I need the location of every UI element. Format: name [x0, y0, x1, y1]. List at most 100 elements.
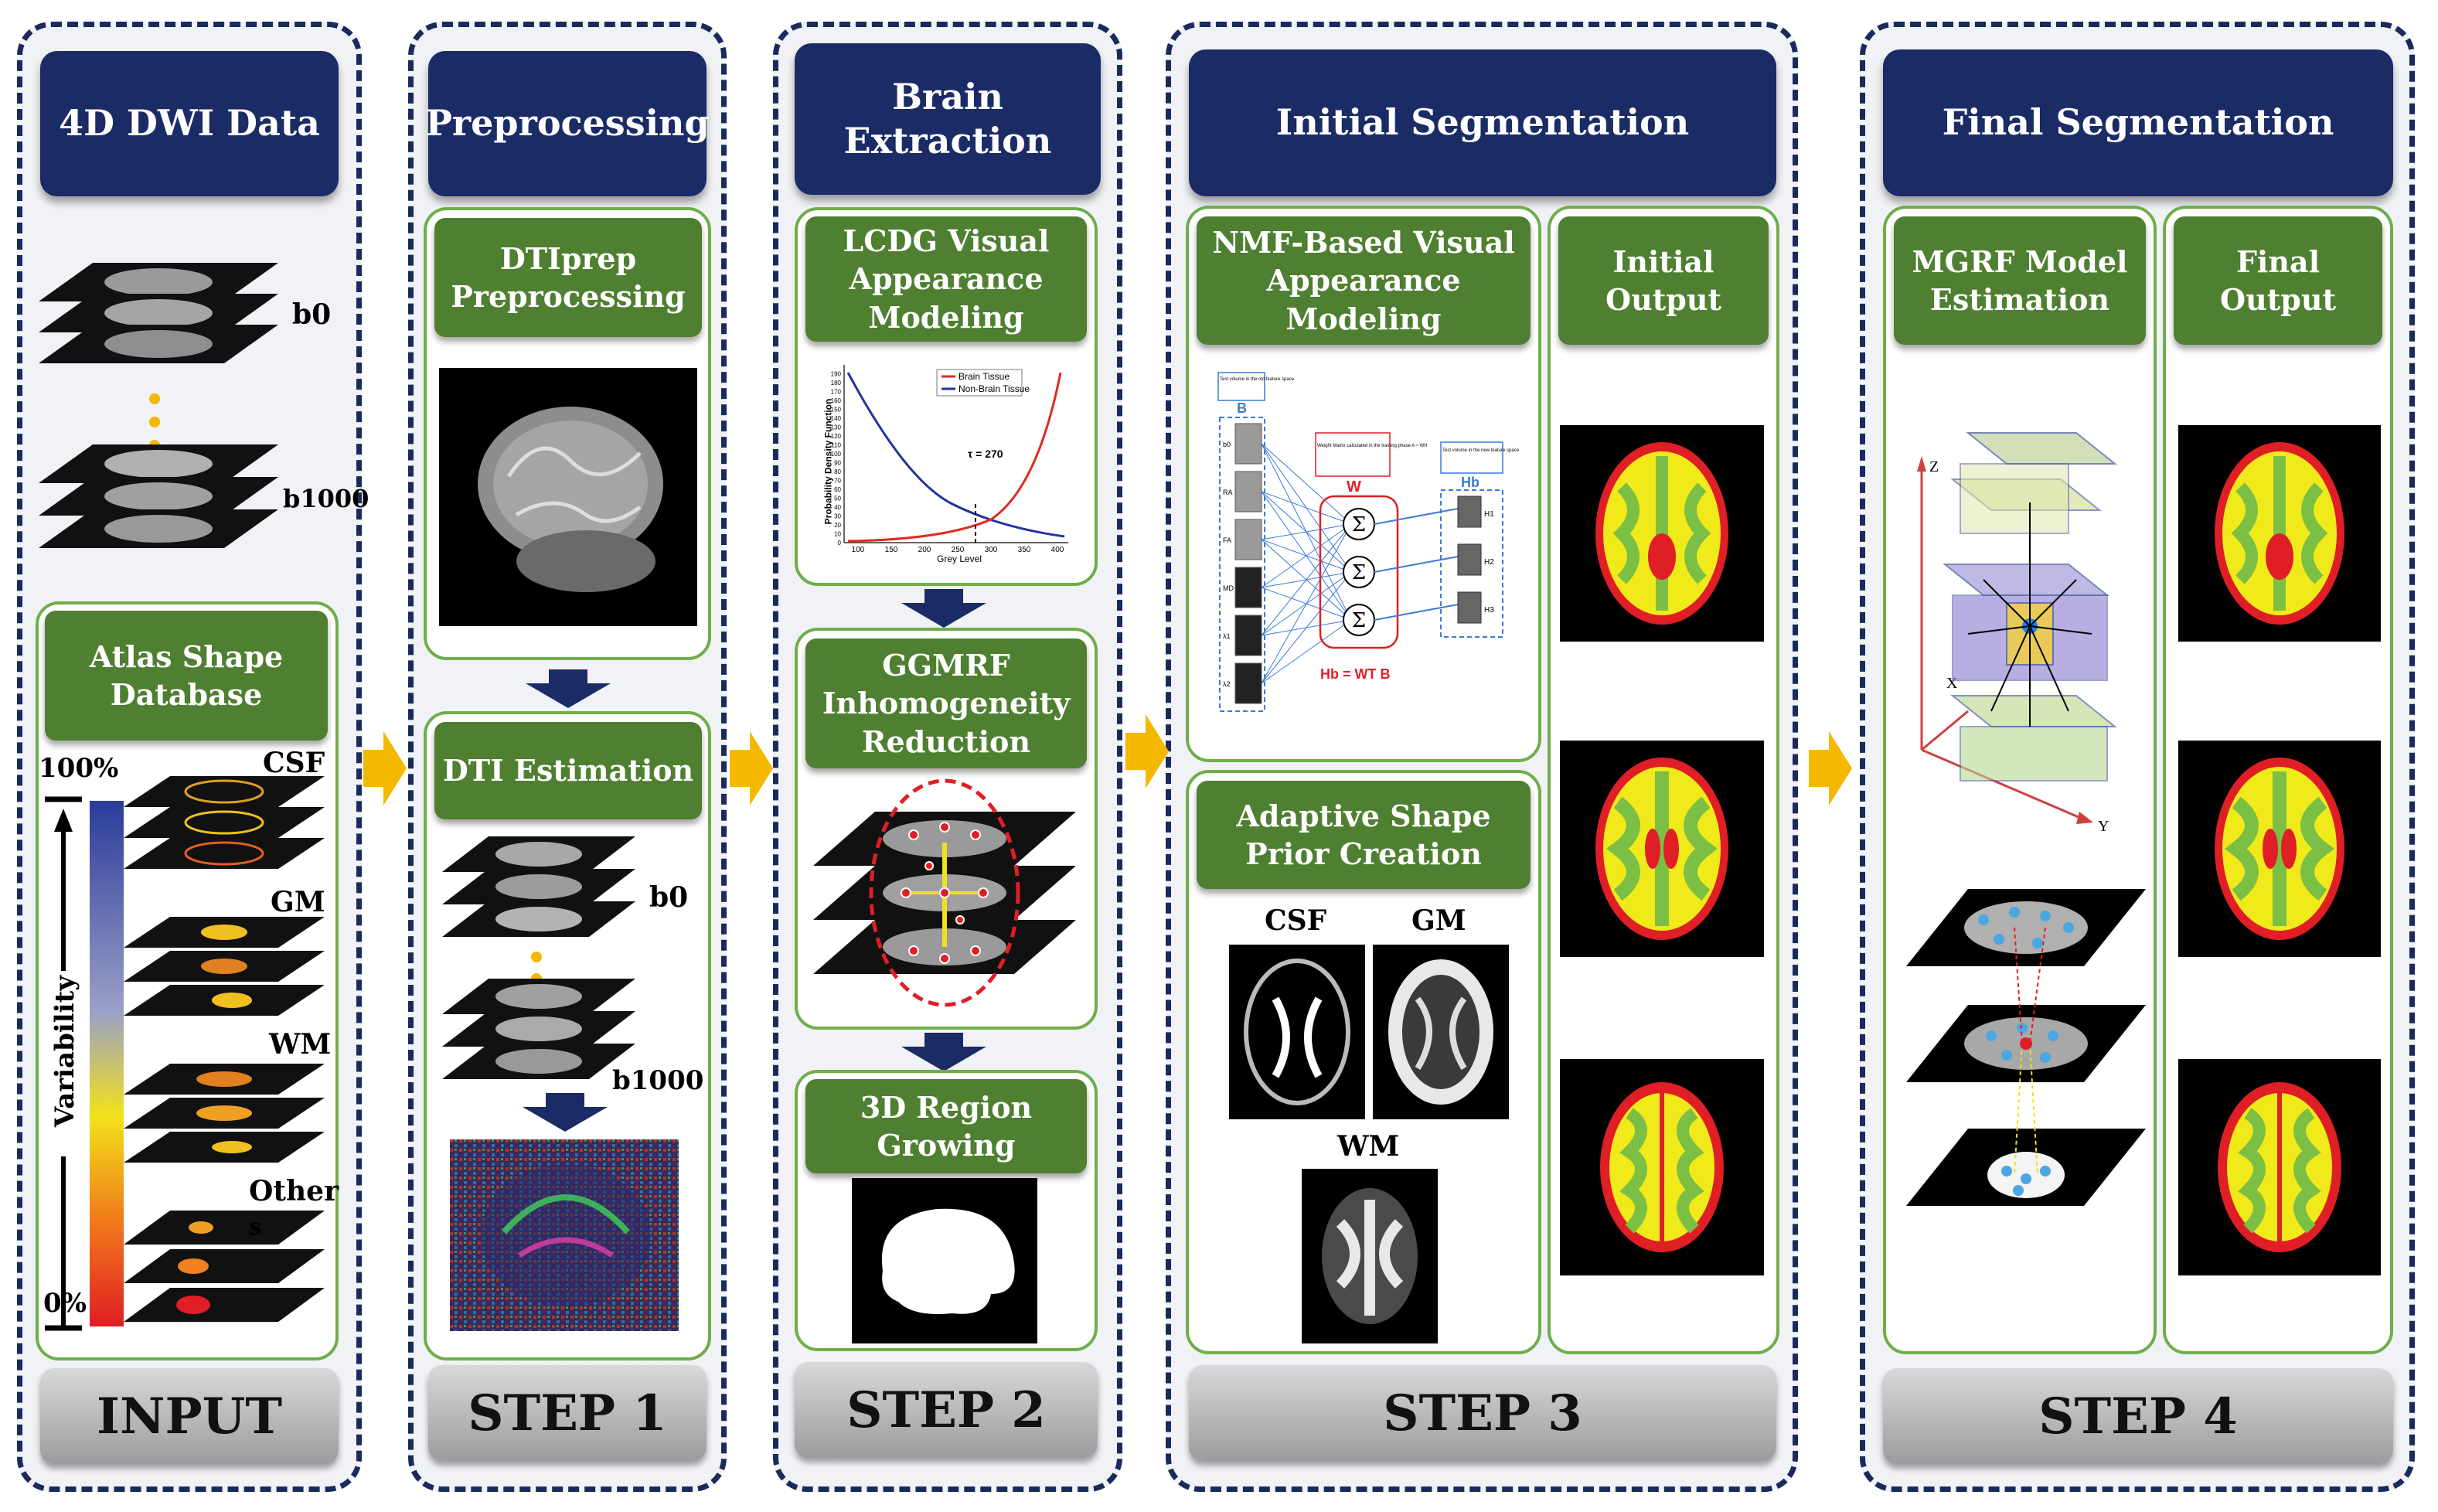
sigma-icon: Σ — [1352, 609, 1366, 632]
nmf-hb-caption: Test volume in the new feature space — [1442, 448, 1520, 453]
lcdg-y-tick: 160 — [831, 397, 842, 404]
nmf-row-label: MD — [1223, 584, 1234, 592]
dtiprep-title: DTIprep Preprocessing — [434, 218, 702, 337]
adaptive-csf-image — [1229, 945, 1365, 1119]
nmf-feature-thumb — [1234, 615, 1262, 656]
lcdg-y-tick: 50 — [834, 495, 841, 502]
right-arrow-icon — [730, 731, 773, 805]
initial-output-title: Initial Output — [1558, 216, 1769, 345]
mgrf-axis-y: Y — [2098, 818, 2109, 835]
nmf-edge — [1261, 571, 1352, 684]
atlas-csf-label: CSF — [263, 747, 325, 779]
step4-footer: STEP 4 — [1883, 1368, 2393, 1464]
dti-color-map-image — [450, 1139, 679, 1331]
nmf-row-label: b0 — [1223, 441, 1231, 448]
atlas-others-label-s: s — [249, 1214, 262, 1241]
input-b1000-label: b1000 — [283, 484, 369, 513]
nmf-feature-thumb — [1234, 519, 1262, 560]
lcdg-y-tick: 190 — [831, 371, 842, 378]
lcdg-y-tick: 130 — [831, 424, 842, 431]
nmf-feature-thumb — [1234, 423, 1262, 465]
nmf-edge — [1261, 491, 1352, 525]
mgrf-axis-z: Z — [1929, 458, 1939, 475]
lcdg-y-tick: 70 — [834, 478, 841, 485]
nmf-out-edge — [1374, 604, 1459, 621]
ggmrf-slices-image — [813, 778, 1076, 1007]
scale-top-label: 100% — [39, 753, 119, 784]
nmf-edge — [1261, 523, 1352, 684]
lcdg-y-tick: 30 — [834, 513, 841, 520]
dwi-slices-b1000 — [39, 444, 278, 548]
right-arrow-icon — [363, 731, 407, 805]
dti-b0-label: b0 — [649, 881, 689, 914]
initial-seg-image-1 — [1560, 425, 1764, 642]
atlas-slices-others — [124, 1211, 325, 1322]
lcdg-y-tick: 20 — [834, 522, 841, 529]
input-header: 4D DWI Data — [40, 51, 339, 196]
adaptive-gm-image — [1373, 945, 1509, 1119]
nmf-out-edge — [1374, 508, 1459, 525]
lcdg-y-tick: 40 — [834, 504, 841, 511]
nmf-title: NMF-Based Visual Appearance Modeling — [1197, 216, 1531, 345]
step2-header: Brain Extraction — [795, 43, 1101, 195]
lcdg-x-tick: 150 — [885, 546, 898, 554]
nmf-feature-thumb — [1234, 567, 1262, 608]
lcdg-y-tick: 90 — [834, 460, 841, 467]
mgrf-title: MGRF Model Estimation — [1894, 216, 2146, 345]
final-seg-image-2 — [2178, 741, 2381, 957]
right-arrow-icon — [1125, 714, 1169, 788]
mgrf-cube-diagram: Z X Y — [1917, 432, 2117, 835]
nmf-b-caption: Test volume in the old feature space — [1220, 377, 1295, 382]
sigma-icon: Σ — [1352, 561, 1366, 584]
adaptive-gm-label: GM — [1411, 904, 1466, 937]
atlas-wm-label: WM — [269, 1028, 332, 1061]
nmf-edge — [1261, 619, 1352, 684]
nmf-row-label: λ2 — [1223, 680, 1231, 688]
dti-slices-b1000 — [442, 979, 635, 1079]
lcdg-y-tick: 100 — [831, 451, 842, 458]
dti-b1000-label: b1000 — [612, 1065, 704, 1096]
down-arrow-icon — [523, 1093, 608, 1132]
step4-header: Final Segmentation — [1883, 49, 2393, 196]
lcdg-x-tick: 300 — [985, 546, 998, 554]
lcdg-title: LCDG Visual Appearance Modeling — [805, 216, 1087, 342]
dwi-slices-b0 — [39, 263, 278, 363]
nmf-edge — [1261, 523, 1352, 540]
sigma-icon: Σ — [1352, 513, 1366, 536]
adaptive-title: Adaptive Shape Prior Creation — [1197, 781, 1531, 889]
adaptive-wm-label: WM — [1337, 1130, 1400, 1163]
nmf-out-thumb — [1457, 495, 1482, 528]
down-arrow-icon — [901, 1033, 986, 1071]
lcdg-y-tick: 140 — [831, 415, 842, 422]
nmf-out-label: H2 — [1484, 558, 1494, 567]
down-arrow-icon — [901, 589, 986, 628]
lcdg-x-tick: 350 — [1018, 546, 1031, 554]
step1-footer: STEP 1 — [428, 1365, 707, 1461]
lcdg-y-tick: 110 — [831, 442, 841, 449]
atlas-others-label: Other — [249, 1175, 339, 1207]
lcdg-y-tick: 60 — [834, 486, 841, 493]
region-mask-image — [852, 1178, 1037, 1343]
nmf-w-label: W — [1347, 478, 1361, 495]
final-seg-image-1 — [2178, 425, 2381, 642]
nmf-feature-thumb — [1234, 662, 1262, 704]
lcdg-y-tick: 0 — [838, 540, 842, 547]
nmf-row-label: FA — [1223, 536, 1231, 544]
input-footer: INPUT — [40, 1368, 339, 1464]
final-seg-image-3 — [2178, 1059, 2381, 1275]
ggmrf-title: GGMRF Inhomogeneity Reduction — [805, 639, 1087, 768]
adaptive-wm-image — [1302, 1169, 1438, 1343]
initial-seg-image-3 — [1560, 1059, 1764, 1275]
lcdg-legend-brain: Brain Tissue — [959, 371, 1010, 382]
nmf-out-thumb — [1457, 591, 1482, 624]
lcdg-y-tick: 150 — [831, 407, 842, 414]
atlas-slices-wm — [124, 1064, 325, 1163]
nmf-hb-label: Hb — [1461, 475, 1479, 490]
atlas-title: Atlas Shape Database — [45, 611, 328, 741]
lcdg-x-tick: 100 — [852, 546, 865, 554]
nmf-out-thumb — [1457, 543, 1482, 576]
lcdg-ylabel: Probability Density Function — [822, 398, 834, 525]
step3-header: Initial Segmentation — [1189, 49, 1776, 196]
lcdg-tau-label: τ = 270 — [968, 448, 1003, 460]
nmf-out-label: H1 — [1484, 510, 1494, 519]
